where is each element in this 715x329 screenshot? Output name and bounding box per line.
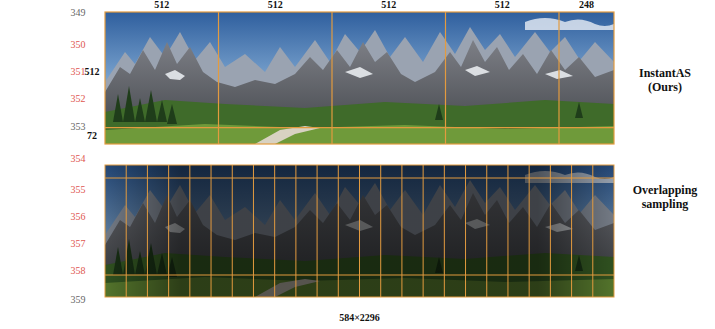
line-number: 359 [71,294,86,306]
method-label: Overlapping sampling [622,184,708,212]
tile-width: 512 [154,0,169,11]
method-label: InstantAS (Ours) [622,67,708,95]
tile-height: 72 [87,130,97,142]
line-number: 351 [71,66,86,78]
line-number: 355 [71,184,86,196]
line-number: 356 [71,211,86,223]
line-number: 354 [71,153,86,165]
tile-width: 248 [579,0,594,11]
tile-width: 512 [268,0,283,11]
tile-width: 512 [495,0,510,11]
line-number: 350 [71,39,86,51]
line-number: 358 [71,265,86,277]
line-number: 357 [71,238,86,250]
resolution-label: 584×2296 [339,312,380,324]
line-number: 353 [71,121,86,133]
line-number: 352 [71,93,86,105]
tile-width: 512 [381,0,396,11]
line-number: 349 [71,7,86,19]
tile-height: 512 [85,66,100,78]
